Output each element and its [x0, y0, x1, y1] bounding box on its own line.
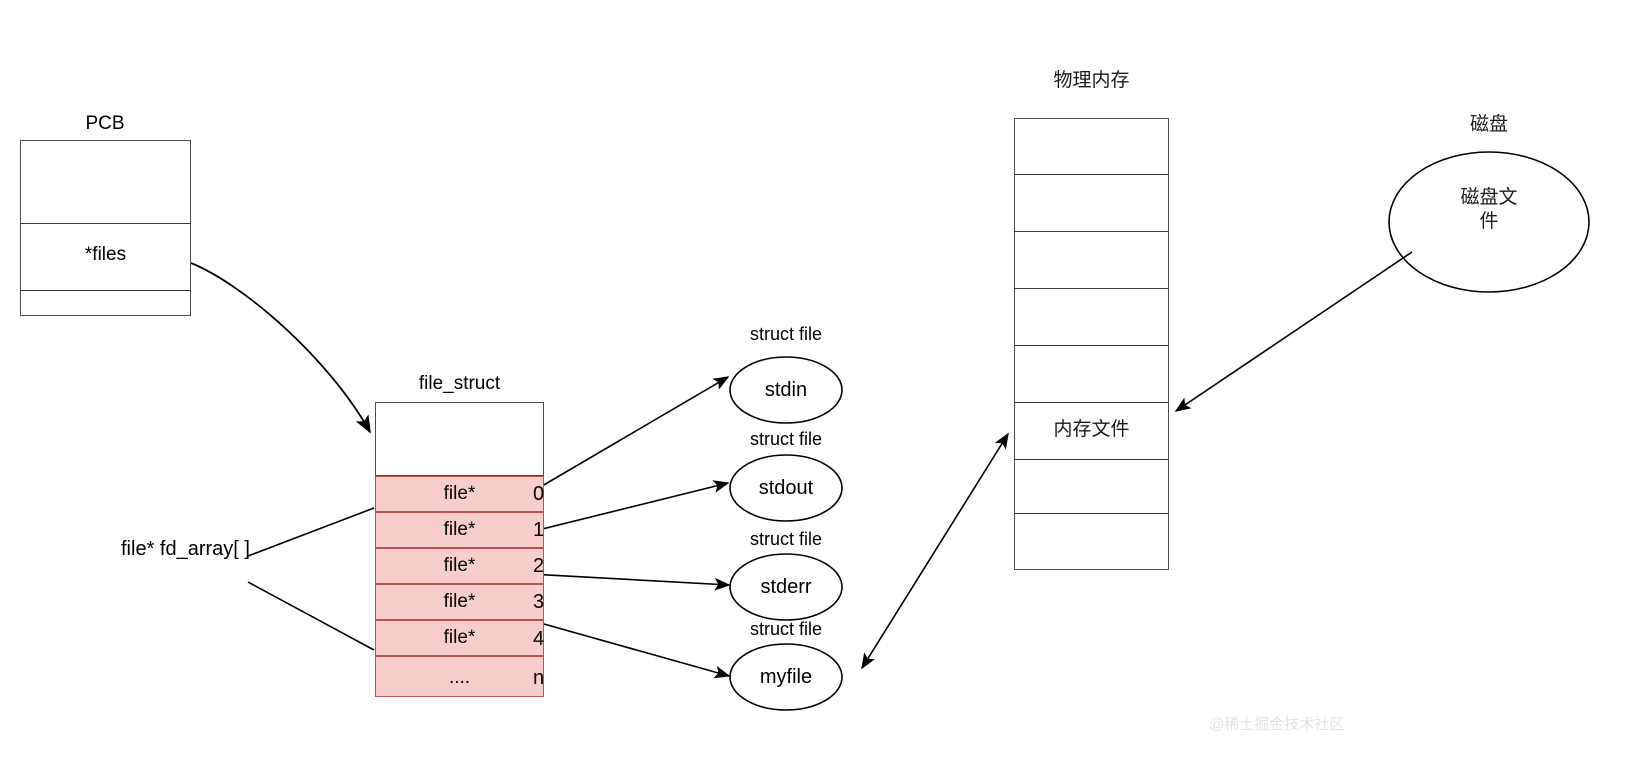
arrow-myfile-to-memfile	[861, 432, 1009, 670]
fd-cell-3-label: file*	[443, 591, 476, 612]
memory-divider-3	[1014, 288, 1169, 289]
file-struct-title: file_struct	[418, 373, 501, 394]
fd-cell-0-label: file*	[443, 483, 476, 504]
fd-index-5: n	[533, 667, 545, 689]
memory-divider-5	[1014, 402, 1169, 403]
struct-file-caption-1: struct file	[749, 429, 823, 449]
physical-memory-title: 物理内存	[1053, 70, 1130, 91]
fd-array-label: file* fd_array[ ]	[121, 538, 250, 560]
disk-title: 磁盘	[1469, 114, 1508, 135]
memory-divider-2	[1014, 231, 1169, 232]
fd-cell-4-label: file*	[443, 627, 476, 648]
fd-cell-5	[375, 656, 544, 697]
struct-file-caption-3: struct file	[749, 619, 823, 639]
memory-divider-4	[1014, 345, 1169, 346]
physical-memory-box	[1014, 118, 1169, 570]
disk-file-label-line1: 磁盘文	[1460, 187, 1518, 208]
fd-cell-2-label: file*	[443, 555, 476, 576]
memory-divider-7	[1014, 513, 1169, 514]
fd-cell-3	[375, 584, 544, 620]
pcb-title: PCB	[85, 113, 125, 134]
pcb-divider-2	[20, 290, 191, 291]
fd-cell-0	[375, 476, 544, 512]
file-struct-header-cell	[375, 402, 544, 476]
memory-divider-1	[1014, 174, 1169, 175]
fd-index-3: 3	[533, 591, 545, 613]
fd-index-4: 4	[533, 628, 545, 650]
pcb-box	[20, 140, 191, 316]
arrow-pcb-to-filestruct	[190, 262, 371, 434]
fd-cell-2	[375, 548, 544, 584]
leader-fdarray-lower	[247, 581, 375, 651]
fd-index-0: 0	[533, 483, 545, 505]
memory-divider-6	[1014, 459, 1169, 460]
memory-row-5-label: 内存文件	[1053, 419, 1130, 440]
watermark: @稀土掘金技术社区	[1209, 716, 1345, 733]
pcb-row-1-label: *files	[84, 244, 127, 265]
struct-file-caption-2: struct file	[749, 529, 823, 549]
fd-cell-1	[375, 512, 544, 548]
node-label-myfile: myfile	[759, 666, 813, 688]
struct-file-caption-0: struct file	[749, 324, 823, 344]
fd-cell-1-label: file*	[443, 519, 476, 540]
disk-file-label-line2: 件	[1479, 211, 1499, 232]
fd-cell-5-label: ....	[448, 667, 471, 688]
fd-index-1: 1	[533, 519, 545, 541]
fd-cell-4	[375, 620, 544, 656]
node-label-stderr: stderr	[760, 576, 812, 598]
node-label-stdin: stdin	[764, 379, 808, 401]
fd-index-2: 2	[533, 555, 545, 577]
pcb-divider-1	[20, 223, 191, 224]
node-label-stdout: stdout	[758, 477, 814, 499]
arrow-disk-to-memory	[1174, 251, 1413, 412]
